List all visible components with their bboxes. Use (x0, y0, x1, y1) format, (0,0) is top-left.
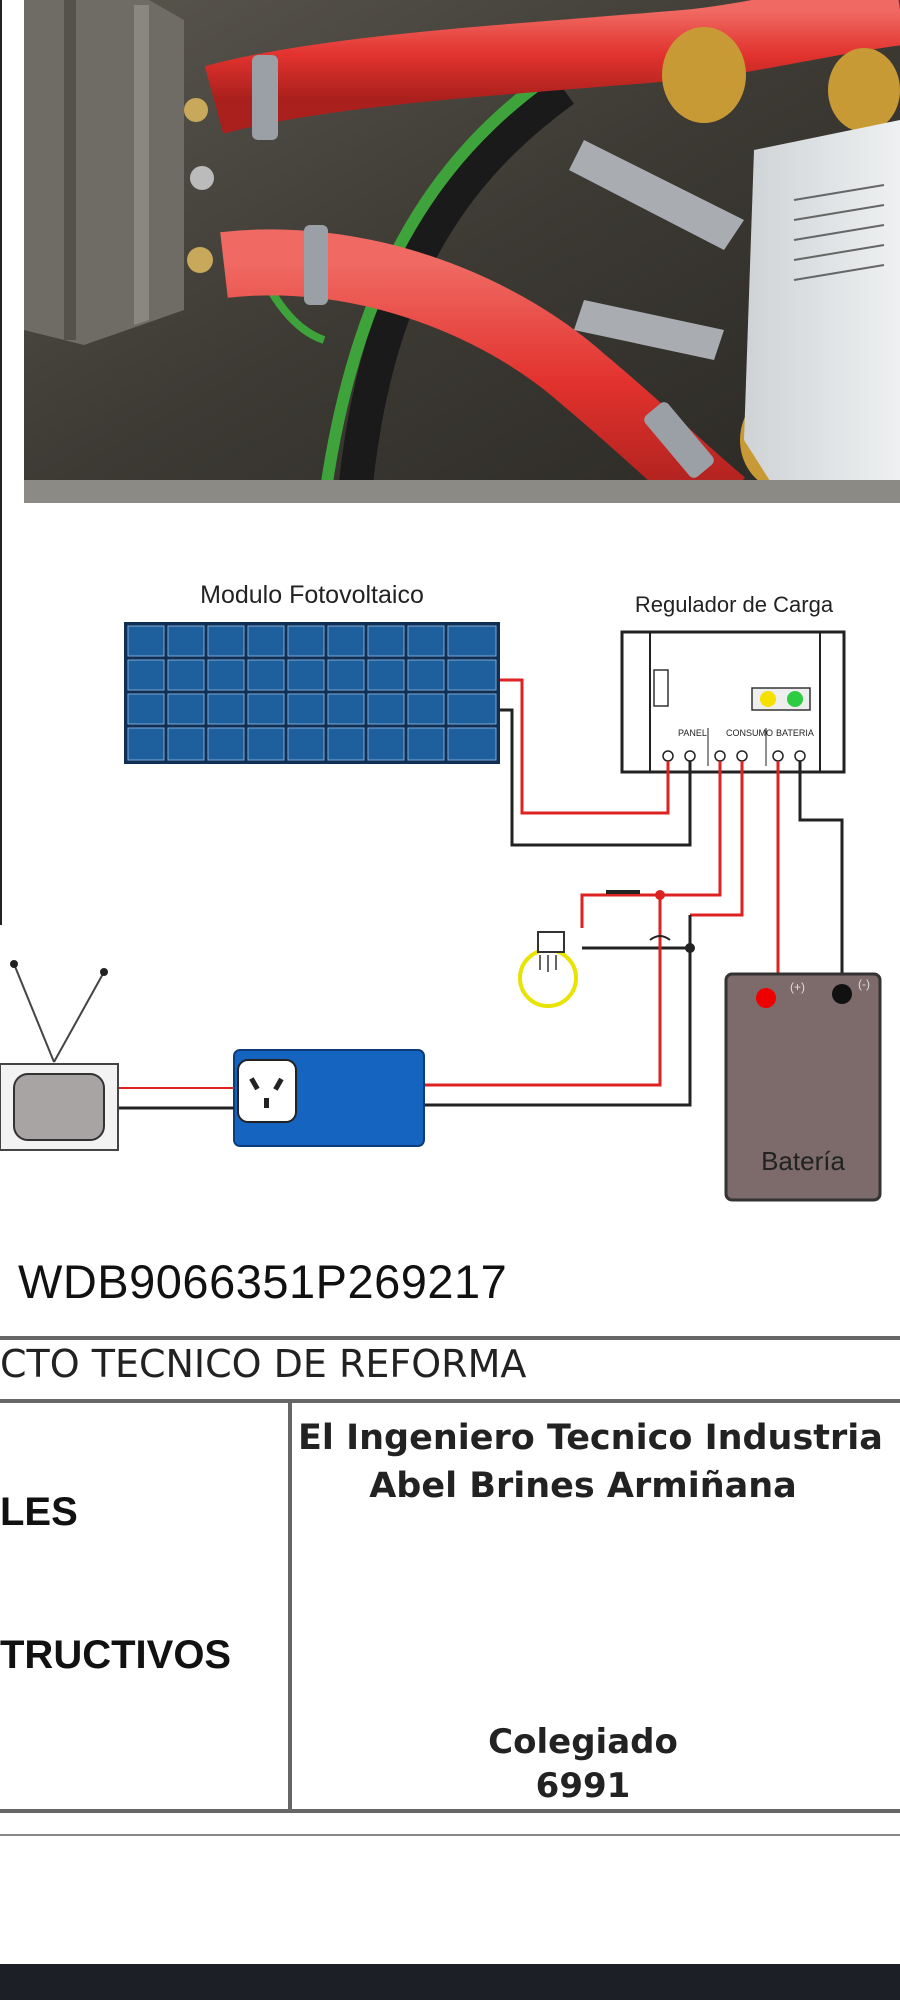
lower-red-hose (220, 229, 746, 503)
outlet-icon (237, 1059, 297, 1123)
metal-fitting (190, 166, 214, 190)
left-margin-rule (0, 0, 2, 925)
black-cable (337, 76, 575, 503)
hose-clamp (644, 402, 714, 478)
solar-wiring-diagram: Modulo Fotovoltaico Regulador de Carga P… (0, 581, 882, 1202)
engineer-name: Abel Brines Armiñana (369, 1466, 797, 1506)
table-bottom-border (0, 1809, 900, 1813)
colegiado-number: 6991 (535, 1766, 631, 1806)
brass-coupling (662, 27, 746, 123)
silver-bracket (569, 140, 744, 250)
green-cable (318, 75, 548, 503)
page-rule (0, 1834, 900, 1836)
table-top-border (0, 1336, 900, 1340)
svg-text:(+): (+) (790, 980, 805, 994)
television-icon (0, 960, 119, 1151)
brass-fitting (187, 247, 213, 273)
battery-label: Batería (761, 1146, 845, 1176)
left-cell-row-1: LES (0, 1490, 78, 1534)
green-led (787, 691, 803, 707)
battery: (+) (-) Batería (724, 972, 882, 1202)
light-bulb-icon (518, 931, 578, 1008)
hose-clamp (252, 55, 278, 140)
bottom-bar (0, 1964, 900, 2000)
charge-regulator: PANEL CONSUMO BATERIA (620, 630, 846, 774)
engine-bay-photo (24, 0, 900, 503)
brass-fitting (184, 98, 208, 122)
table-header-divider (0, 1399, 900, 1403)
panel-label: Modulo Fotovoltaico (200, 581, 424, 609)
info-plate (744, 120, 900, 503)
svg-text:(-): (-) (858, 977, 870, 991)
terminal-bateria-label: BATERIA (776, 728, 814, 738)
hose-clamp (304, 225, 328, 305)
metal-bracket (24, 0, 184, 345)
yellow-led (760, 691, 776, 707)
inverter-box (233, 1049, 425, 1147)
regulator-label: Regulador de Carga (635, 592, 834, 617)
vin-number: WDB9066351P269217 (18, 1255, 508, 1308)
table-column-divider (288, 1399, 292, 1813)
colegiado-label: Colegiado (488, 1722, 678, 1762)
terminal-panel-label: PANEL (678, 728, 707, 738)
left-cell-row-2: TRUCTIVOS (0, 1633, 232, 1677)
table-heading: CTO TECNICO DE REFORMA (0, 1342, 527, 1386)
photovoltaic-module (124, 622, 500, 764)
terminal-consumo-label: CONSUMO (726, 728, 773, 738)
engineer-title: El Ingeniero Tecnico Industria (298, 1418, 883, 1458)
upper-red-hose (204, 0, 900, 134)
